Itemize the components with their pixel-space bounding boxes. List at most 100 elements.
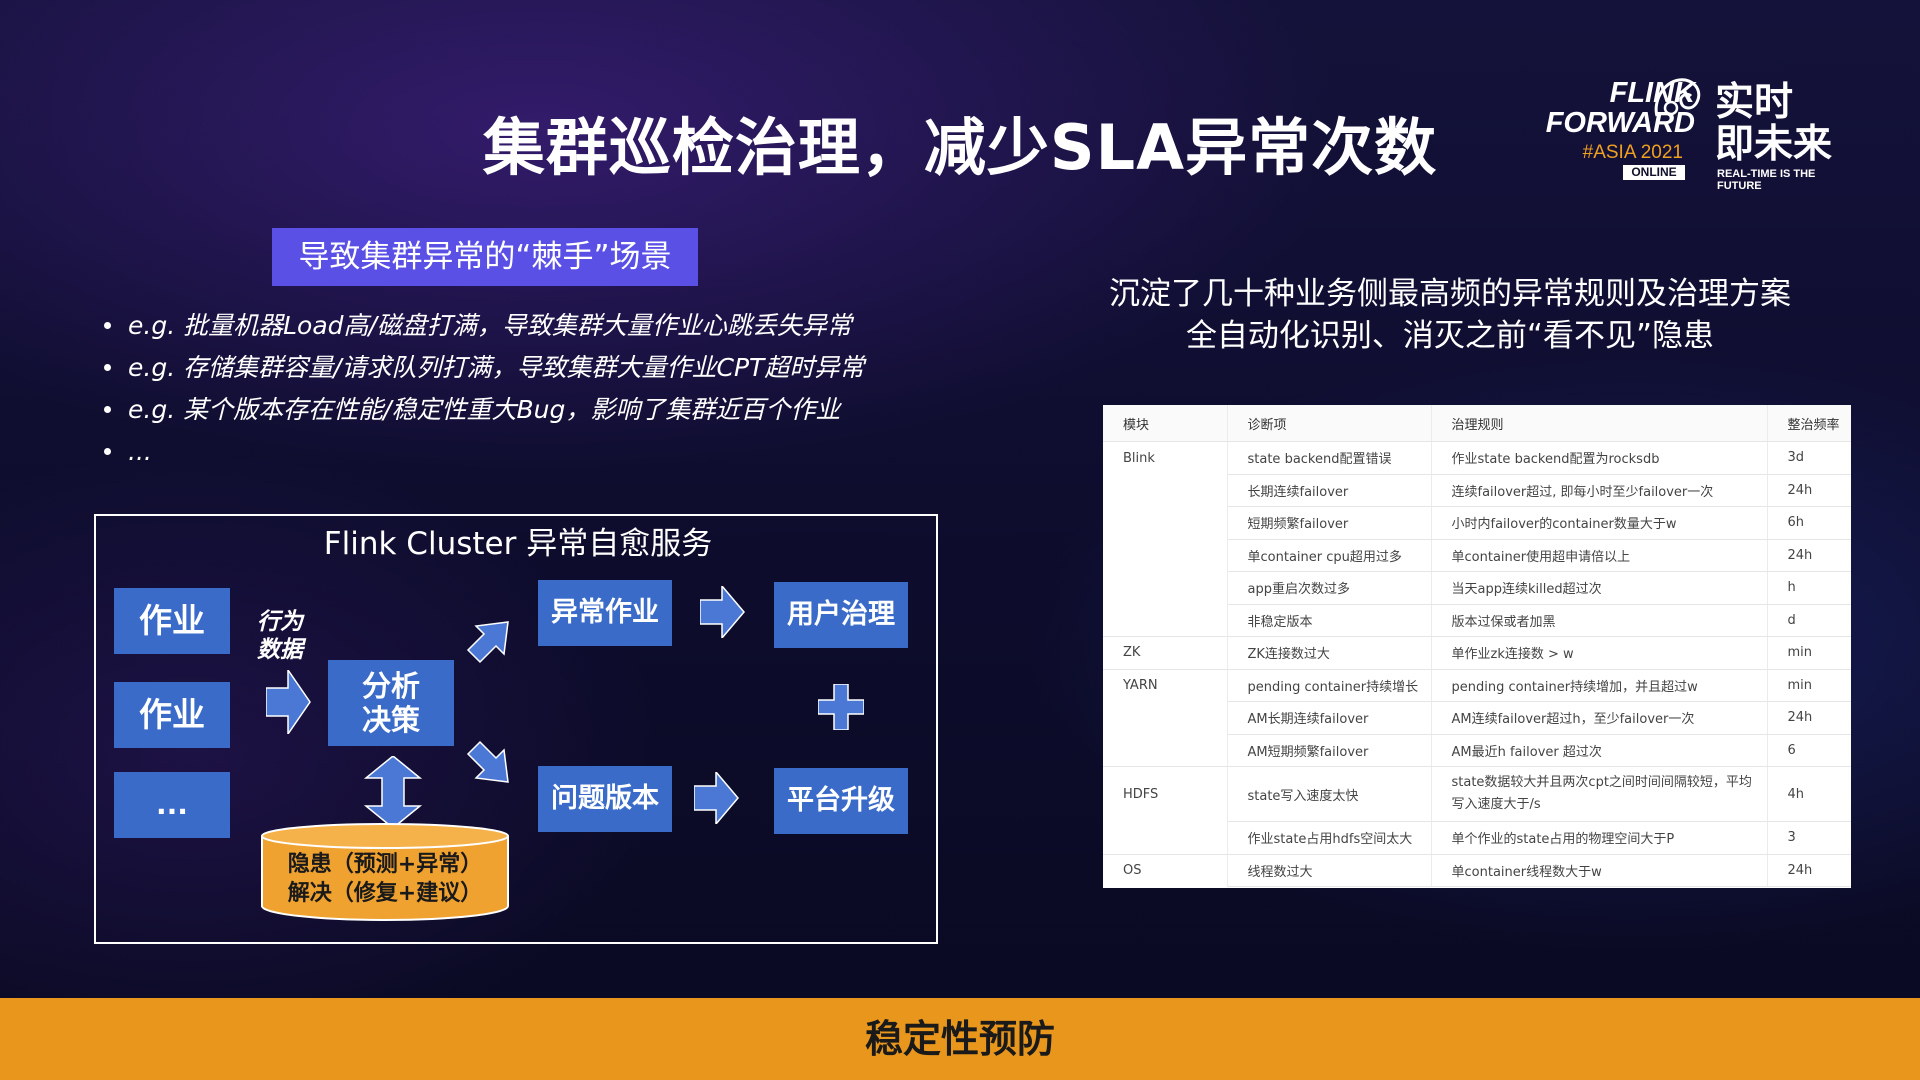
list-item: ... bbox=[100, 431, 980, 473]
table-cell: min bbox=[1767, 636, 1851, 670]
table-cell: 线程数过大 bbox=[1227, 854, 1432, 887]
table-cell: 6 bbox=[1767, 734, 1851, 767]
table-cell: 单作业zk连接数 > w bbox=[1431, 636, 1768, 670]
logo-badge: ONLINE bbox=[1623, 165, 1685, 180]
bullet-dot bbox=[104, 364, 111, 371]
analysis-decision-box: 分析 决策 bbox=[328, 660, 454, 746]
scenario-heading: 导致集群异常的“棘手”场景 bbox=[272, 228, 698, 286]
table-cell: 24h bbox=[1767, 539, 1851, 572]
table-cell: h bbox=[1767, 571, 1851, 605]
table-cell: state写入速度太快 bbox=[1227, 766, 1432, 822]
bullet-dot bbox=[104, 322, 111, 329]
table-cell bbox=[1103, 604, 1228, 637]
table-cell: 小时内failover的container数量大于w bbox=[1431, 506, 1768, 540]
squirrel-icon bbox=[1654, 78, 1701, 117]
table-cell: AM短期频繁failover bbox=[1227, 734, 1432, 767]
table-cell: 24h bbox=[1767, 701, 1851, 735]
logo-chinese: 实时 即未来 bbox=[1715, 82, 1832, 166]
job-box-more: ... bbox=[114, 772, 230, 838]
bullet-dot bbox=[104, 448, 111, 455]
bullet-text: e.g. 某个版本存在性能/稳定性重大Bug，影响了集群近百个作业 bbox=[128, 395, 841, 424]
table-cell: AM最近h failover 超过次 bbox=[1431, 734, 1768, 767]
list-item: e.g. 存储集群容量/请求队列打满，导致集群大量作业CPT超时异常 bbox=[100, 347, 980, 389]
logo-tagline: REAL-TIME IS THE FUTURE bbox=[1717, 168, 1816, 192]
logo-flink-forward: FLINK FORWARD bbox=[1515, 78, 1695, 138]
self-healing-diagram: Flink Cluster 异常自愈服务 作业 作业 ... 行为 数据 分析 … bbox=[94, 514, 938, 944]
arrow-right-icon bbox=[700, 586, 745, 638]
table-cell: HDFS bbox=[1103, 766, 1228, 822]
database-label: 隐患（预测+异常） 解决（修复+建议） bbox=[260, 850, 510, 908]
rules-summary: 沉淀了几十种业务侧最高频的异常规则及治理方案 全自动化识别、消灭之前“看不见”隐… bbox=[1070, 273, 1830, 357]
arrow-right-icon bbox=[694, 772, 739, 824]
table-cell bbox=[1103, 734, 1228, 767]
behavior-data-label: 行为 数据 bbox=[250, 608, 310, 664]
table-cell: d bbox=[1767, 604, 1851, 637]
table-cell: pending container持续增长 bbox=[1227, 669, 1432, 702]
list-item: e.g. 批量机器Load高/磁盘打满，导致集群大量作业心跳丢失异常 bbox=[100, 305, 980, 347]
column-header: 模块 bbox=[1103, 405, 1228, 442]
user-governance-box: 用户治理 bbox=[774, 582, 908, 648]
bullet-dot bbox=[104, 406, 111, 413]
problem-version-box: 问题版本 bbox=[538, 766, 672, 832]
footer-banner: 稳定性预防 bbox=[0, 998, 1920, 1080]
table-cell: 非稳定版本 bbox=[1227, 604, 1432, 637]
arrow-right-icon bbox=[266, 670, 311, 734]
table-cell: 长期连续failover bbox=[1227, 474, 1432, 507]
column-header: 治理规则 bbox=[1431, 405, 1768, 442]
table-cell bbox=[1103, 821, 1228, 854]
job-box-1: 作业 bbox=[114, 588, 230, 654]
table-cell: 作业state backend配置为rocksdb bbox=[1431, 441, 1768, 475]
table-cell: ZK连接数过大 bbox=[1227, 636, 1432, 670]
table-cell: 版本过保或者加黑 bbox=[1431, 604, 1768, 637]
table-cell bbox=[1103, 571, 1228, 604]
table-cell: 短期频繁failover bbox=[1227, 506, 1432, 540]
table-cell: AM长期连续failover bbox=[1227, 701, 1432, 735]
flink-forward-logo: FLINK FORWARD #ASIA 2021 ONLINE 实时 即未来 R… bbox=[1515, 72, 1855, 192]
table-cell bbox=[1103, 506, 1228, 539]
table-cell bbox=[1103, 474, 1228, 507]
db-line2: 解决（修复+建议） bbox=[287, 881, 483, 906]
bullet-text: e.g. 批量机器Load高/磁盘打满，导致集群大量作业心跳丢失异常 bbox=[128, 311, 852, 340]
behavior-line1: 行为 bbox=[257, 609, 303, 635]
behavior-line2: 数据 bbox=[257, 637, 303, 663]
table-cell: 单container cpu超用过多 bbox=[1227, 539, 1432, 572]
bullet-text: ... bbox=[128, 437, 152, 466]
abnormal-job-box: 异常作业 bbox=[538, 580, 672, 646]
table-cell: min bbox=[1767, 669, 1851, 702]
column-header: 诊断项 bbox=[1227, 405, 1432, 442]
table-cell: 24h bbox=[1767, 474, 1851, 507]
table-cell: 6h bbox=[1767, 506, 1851, 540]
summary-line1: 沉淀了几十种业务侧最高频的异常规则及治理方案 bbox=[1109, 276, 1791, 312]
logo-line2: FORWARD bbox=[1545, 107, 1695, 139]
list-item: e.g. 某个版本存在性能/稳定性重大Bug，影响了集群近百个作业 bbox=[100, 389, 980, 431]
analysis-line1: 分析 bbox=[361, 669, 420, 703]
summary-line2: 全自动化识别、消灭之前“看不见”隐患 bbox=[1185, 318, 1715, 354]
table-cell: YARN bbox=[1103, 668, 1228, 702]
logo-cn-line2: 即未来 bbox=[1715, 122, 1833, 167]
analysis-line2: 决策 bbox=[361, 703, 420, 737]
table-cell: 单个作业的state占用的物理空间大于P bbox=[1431, 821, 1768, 855]
table-cell: pending container持续增加，并且超过w bbox=[1431, 669, 1768, 702]
arrow-down-right-icon bbox=[466, 740, 509, 783]
slide-title: 集群巡检治理，减少SLA异常次数 bbox=[482, 111, 1438, 184]
scenario-list: e.g. 批量机器Load高/磁盘打满，导致集群大量作业心跳丢失异常 e.g. … bbox=[100, 305, 980, 473]
table-cell bbox=[1103, 539, 1228, 572]
table-cell bbox=[1103, 701, 1228, 734]
platform-upgrade-box: 平台升级 bbox=[774, 768, 908, 834]
table-cell: 单container使用超申请倍以上 bbox=[1431, 539, 1768, 572]
table-header-row: 模块 诊断项 治理规则 整治频率 bbox=[1103, 405, 1851, 442]
plus-icon bbox=[818, 684, 864, 730]
